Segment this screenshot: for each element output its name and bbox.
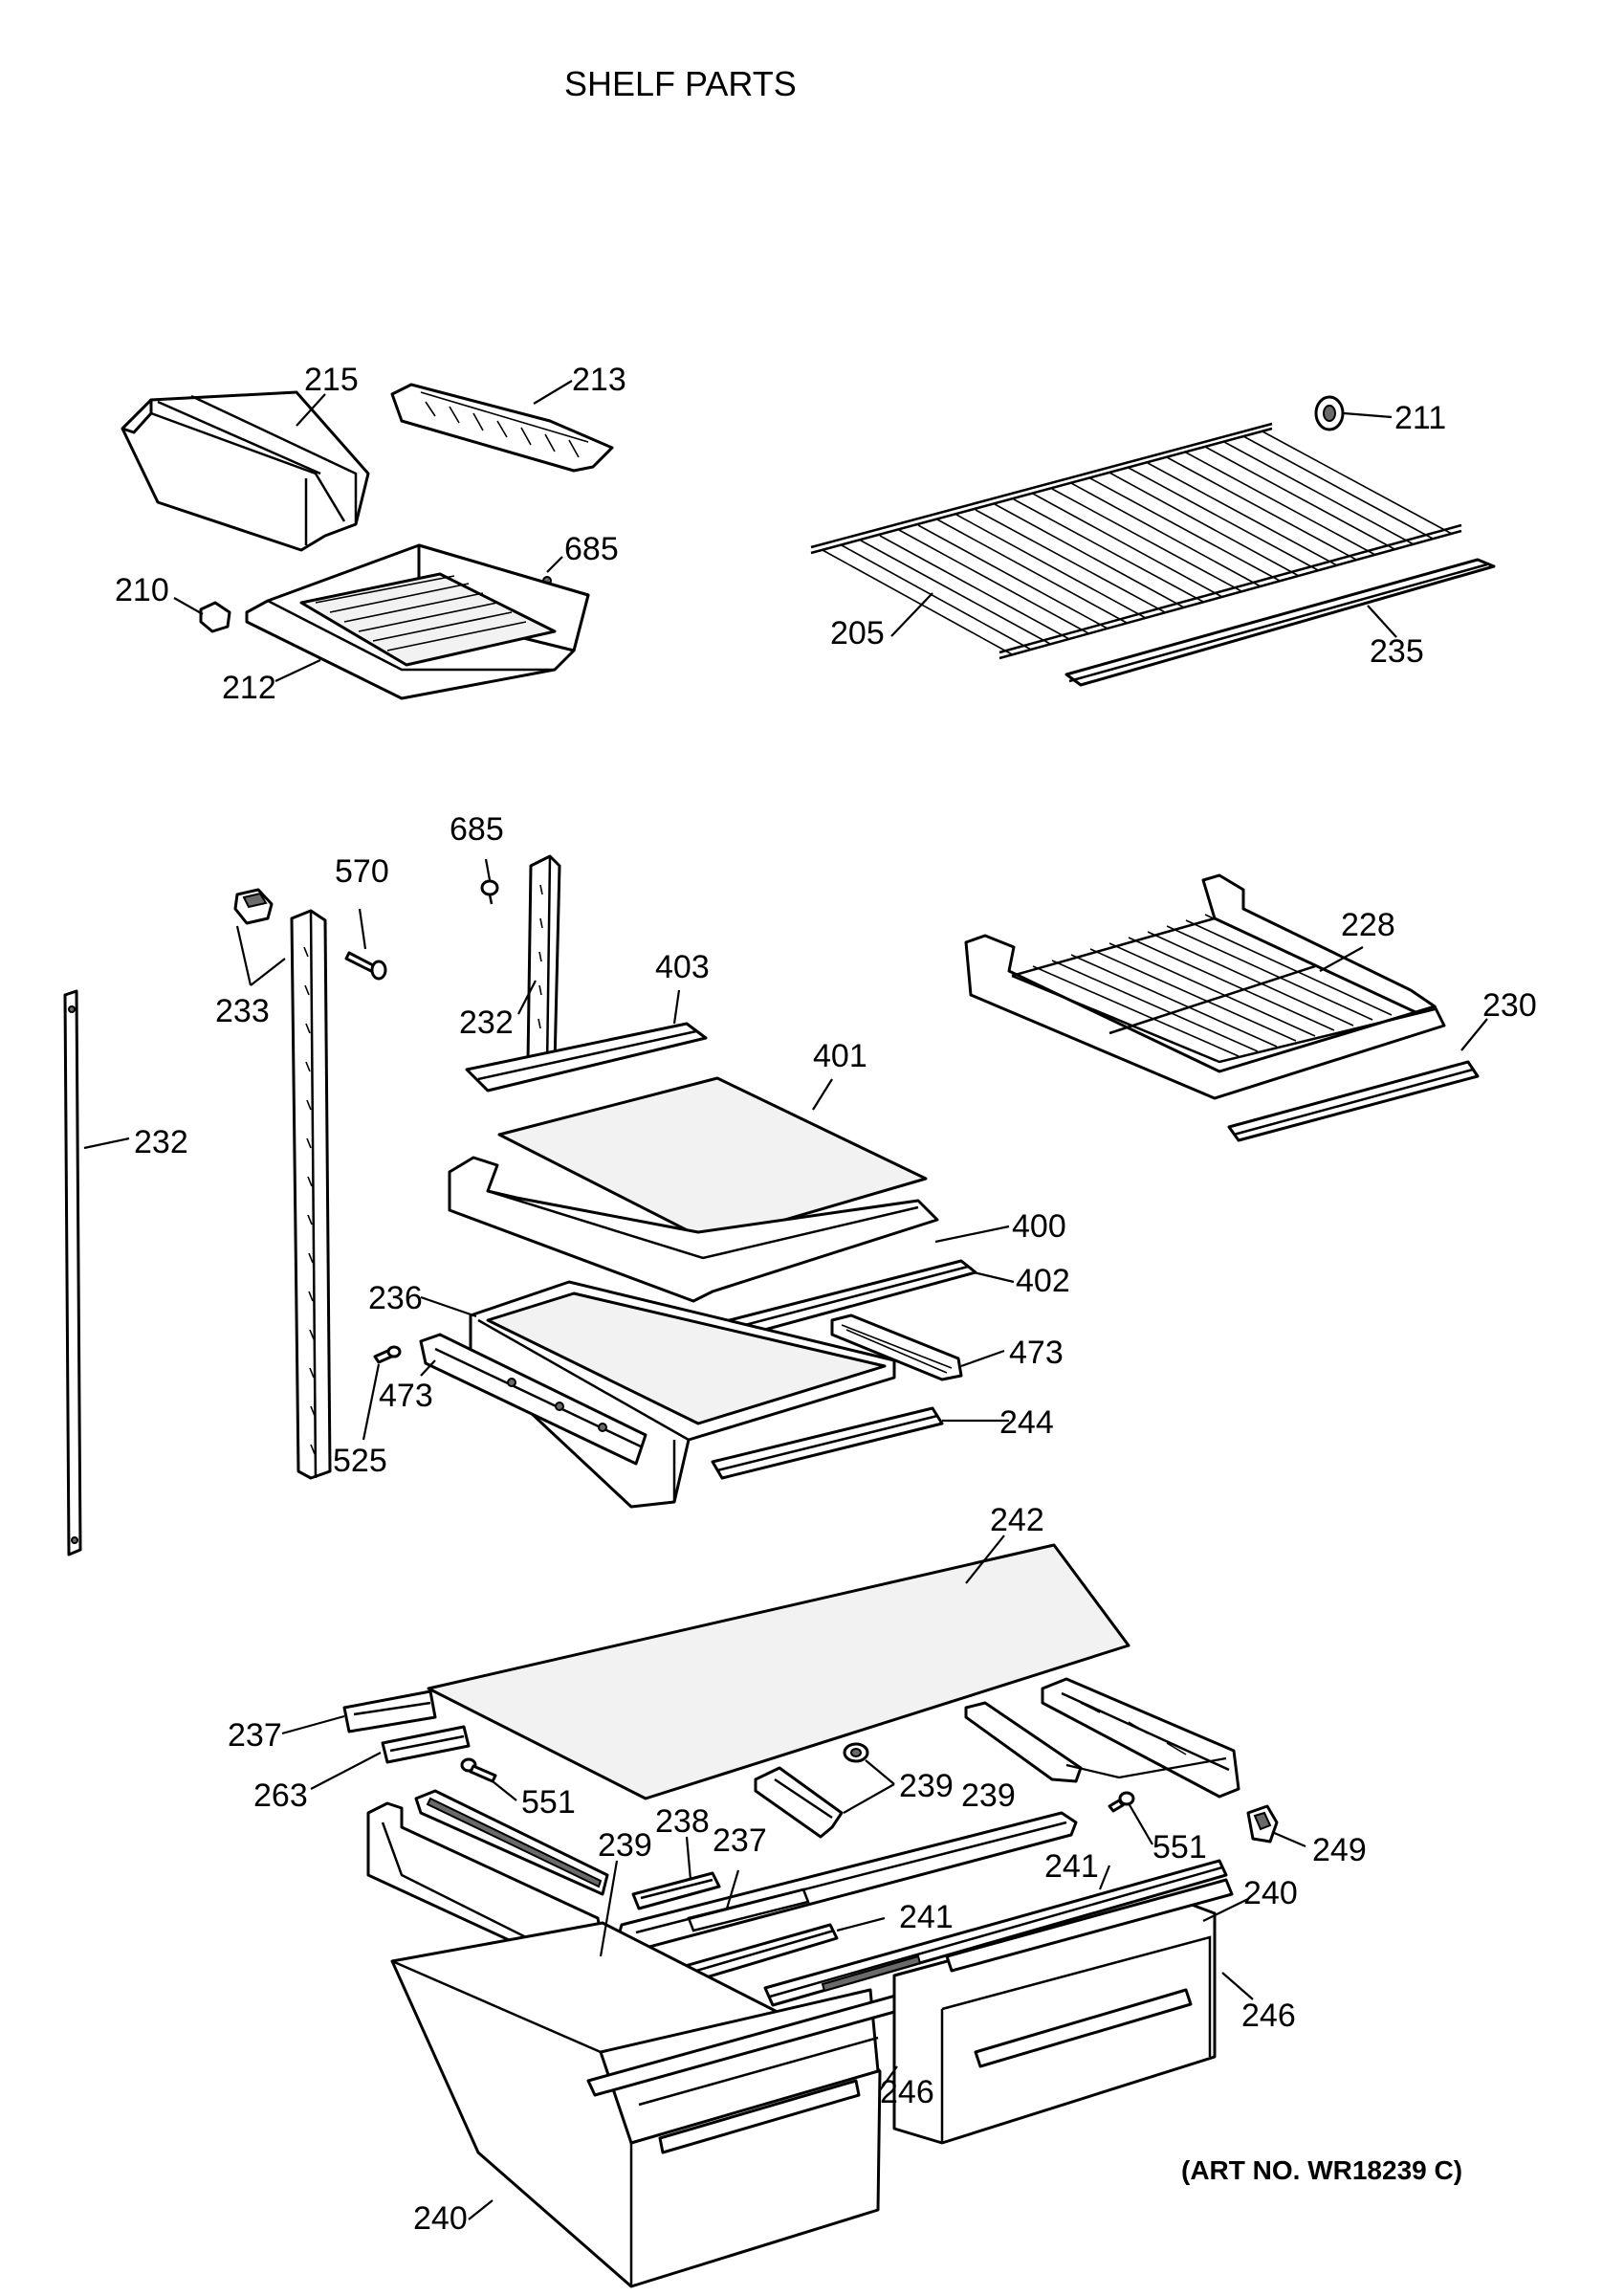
label-230: 230: [1482, 987, 1537, 1024]
part-239-left-frame: [366, 1789, 609, 1963]
part-473-left-slide: [419, 1333, 647, 1466]
part-239-bracket-far-right: [1041, 1677, 1240, 1799]
part-241-trim-right: [763, 1859, 1228, 2007]
label-403: 403: [655, 949, 710, 985]
label-240-left: 240: [413, 2200, 468, 2237]
label-236: 236: [368, 1280, 423, 1316]
label-246-left: 246: [880, 2074, 934, 2110]
label-473-left: 473: [379, 1378, 433, 1414]
label-235: 235: [1370, 633, 1424, 670]
part-400-shelf-frame: [448, 1156, 939, 1303]
label-239-center: 239: [899, 1768, 954, 1804]
part-242-glass-cover: [427, 1543, 1130, 1800]
label-233: 233: [215, 993, 270, 1029]
label-685-mid: 685: [450, 811, 504, 848]
label-551-right: 551: [1152, 1829, 1207, 1866]
label-213: 213: [572, 362, 626, 398]
part-244-drawer-trim: [711, 1406, 944, 1480]
part-246-drawer-handle-right: [945, 1878, 1234, 1973]
part-213-ice-tray: [390, 383, 614, 473]
part-233-cap: [233, 888, 274, 925]
leader-lines: [83, 380, 1488, 2220]
label-240-right: 240: [1243, 1875, 1298, 1911]
label-228: 228: [1341, 907, 1395, 943]
part-239-bracket-right: [964, 1701, 1083, 1783]
part-263-channel: [381, 1725, 471, 1764]
label-244: 244: [999, 1404, 1054, 1441]
part-228-wire-shelf: [964, 873, 1446, 1100]
art-number: (ART NO. WR18239 C): [1181, 2155, 1462, 2185]
diagram-title: SHELF PARTS: [564, 64, 797, 103]
part-230-shelf-trim: [1227, 1060, 1480, 1142]
part-403-shelf-trim: [465, 1022, 708, 1093]
part-232-left-rail: [63, 989, 82, 1556]
label-238: 238: [655, 1803, 710, 1840]
label-241-left: 241: [899, 1899, 954, 1935]
part-215-door-bin: [121, 390, 370, 552]
part-525-screw: [373, 1345, 402, 1364]
part-212-ice-tray-support: [245, 543, 590, 700]
label-211: 211: [1394, 400, 1446, 436]
label-249: 249: [1312, 1832, 1367, 1868]
part-205-wire-shelf: [810, 422, 1462, 660]
part-211-end-cap: [1314, 395, 1345, 431]
label-400: 400: [1012, 1208, 1066, 1245]
label-237-left: 237: [228, 1717, 282, 1754]
part-239-slide-center: [754, 1766, 844, 1839]
part-551-screw-right: [1108, 1791, 1135, 1813]
label-401: 401: [813, 1038, 867, 1074]
label-242: 242: [990, 1502, 1044, 1538]
label-241-right: 241: [1044, 1848, 1099, 1885]
part-401-glass-shelf: [497, 1076, 928, 1244]
part-235-shelf-trim: [1064, 558, 1496, 687]
part-236-drawer: [469, 1280, 896, 1509]
part-232-center-rail: [526, 854, 561, 1073]
label-237-center: 237: [713, 1822, 767, 1859]
label-473-right: 473: [1009, 1335, 1064, 1371]
label-215: 215: [304, 362, 359, 398]
part-551-screw-left: [460, 1757, 497, 1783]
label-205: 205: [830, 615, 885, 651]
label-239-left: 239: [598, 1827, 652, 1864]
label-232-center: 232: [459, 1004, 514, 1041]
part-473-drawer-slide: [830, 1314, 963, 1381]
part-685-screw-mid: [480, 879, 499, 905]
part-570-screw: [344, 951, 387, 981]
label-402: 402: [1016, 1263, 1070, 1299]
label-685-top: 685: [564, 531, 619, 567]
label-570: 570: [335, 853, 389, 890]
label-525: 525: [333, 1443, 387, 1479]
label-212: 212: [222, 670, 276, 706]
label-232-left: 232: [134, 1124, 188, 1160]
label-263: 263: [253, 1777, 308, 1814]
label-210: 210: [115, 572, 169, 608]
part-238-button: [631, 1871, 721, 1910]
callout-labels: 215 213 211 685 210 205 235 212 685 570 …: [115, 362, 1537, 2237]
part-239-roller: [843, 1742, 869, 1763]
label-239-right: 239: [961, 1777, 1016, 1814]
label-551-left: 551: [521, 1784, 576, 1821]
part-210-clip: [199, 601, 231, 633]
part-237-support-left: [342, 1689, 437, 1733]
part-232-ladder-rail: [290, 909, 332, 1480]
label-246-right: 246: [1241, 1998, 1296, 2034]
